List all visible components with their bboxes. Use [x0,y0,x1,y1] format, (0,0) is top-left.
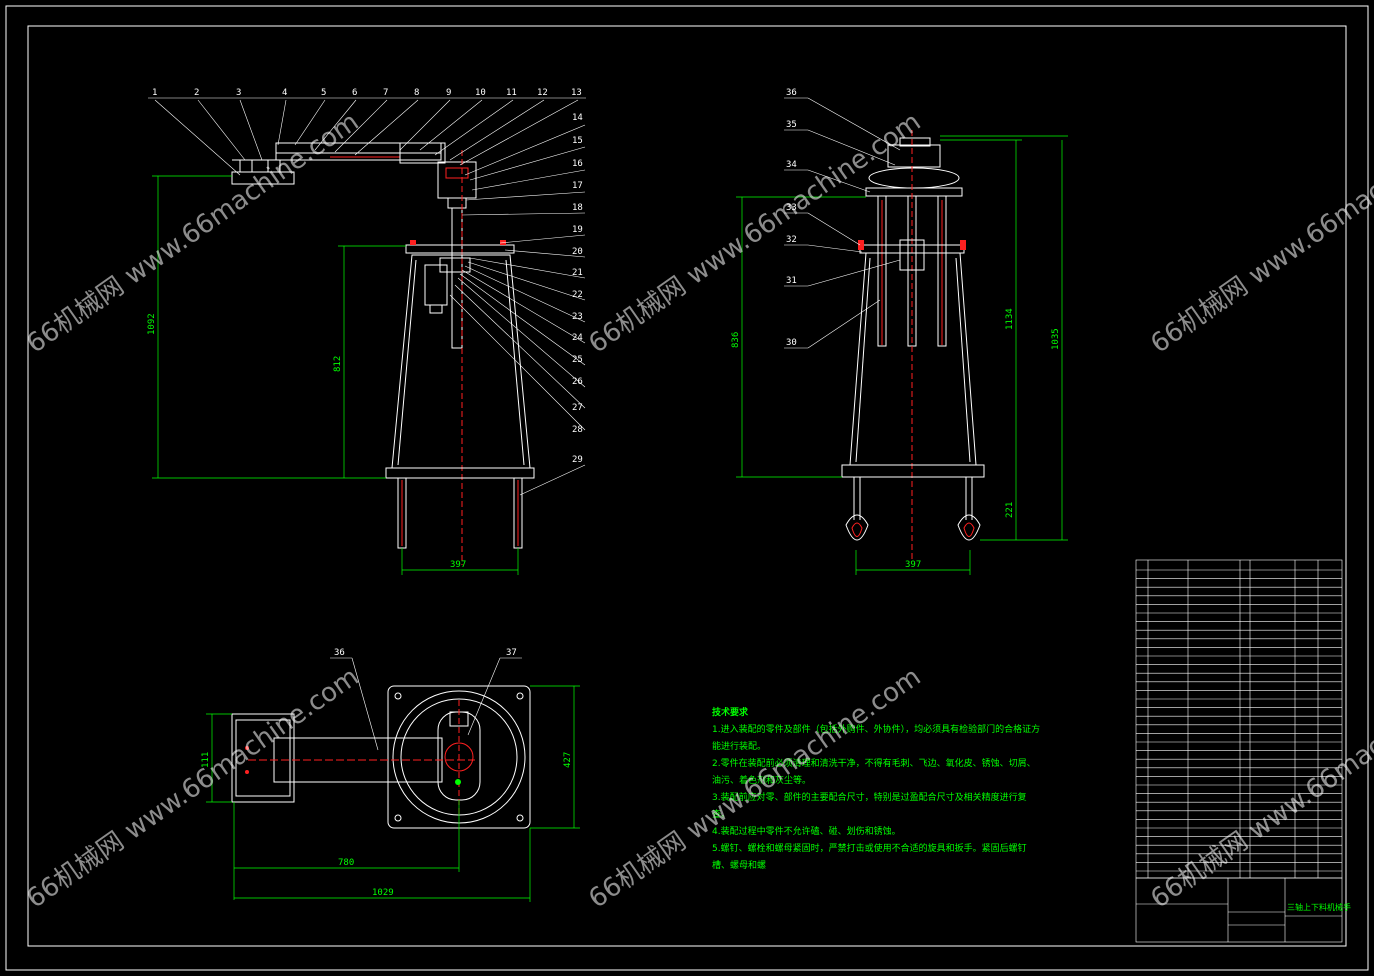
technical-notes: 技术要求 1.进入装配的零件及部件（包括外购件、外协件），均必须具有检验部门的合… [712,705,1042,875]
part-number: 5 [321,88,326,98]
dim-label: 780 [338,858,354,868]
inner-frame [27,25,1347,947]
parts-list [1135,559,1343,943]
part-number: 28 [572,425,583,435]
dim-label: 397 [905,560,921,570]
top-view-dims: 111 427 780 1029 [201,752,573,898]
part-number: 18 [572,203,583,213]
part-number: 14 [572,113,583,123]
dim-label: 111 [201,752,211,768]
front-view-dims: 1092 812 397 [147,313,466,570]
part-number: 6 [352,88,357,98]
part-number: 4 [282,88,287,98]
dim-label: 836 [731,332,741,348]
part-number: 29 [572,455,583,465]
part-number: 2 [194,88,199,98]
part-number: 17 [572,181,583,191]
dim-label: 221 [1005,502,1015,518]
part-number: 34 [786,160,797,170]
part-number: 36 [786,88,797,98]
part-number: 22 [572,290,583,300]
part-number: 33 [786,203,797,213]
top-view-labels: 36 37 [334,648,517,658]
part-number: 10 [475,88,486,98]
part-number: 31 [786,276,797,286]
technical-note: 2.零件在装配前必须清理和清洗干净，不得有毛刺、飞边、氧化皮、锈蚀、切屑、油污、… [712,759,1036,786]
dim-label: 1134 [1005,308,1015,330]
technical-note: 4.装配过程中零件不允许磕、碰、划伤和锈蚀。 [712,827,901,837]
part-number: 9 [446,88,451,98]
technical-note: 1.进入装配的零件及部件（包括外购件、外协件），均必须具有检验部门的合格证方能进… [712,725,1041,752]
dim-label: 1029 [372,888,394,898]
part-number: 3 [236,88,241,98]
part-number: 11 [506,88,517,98]
title-block-title: 三轴上下料机械手 [1287,903,1351,912]
top-view [206,657,580,902]
side-view-labels: 36 35 34 33 32 31 30 [786,88,797,348]
part-number: 21 [572,268,583,278]
part-number: 35 [786,120,797,130]
dim-label: 1035 [1051,328,1061,350]
dim-label: 397 [450,560,466,570]
part-number: 23 [572,312,583,322]
part-number: 24 [572,333,583,343]
dim-label: 1092 [147,313,157,335]
part-number: 8 [414,88,419,98]
dim-label: 427 [563,752,573,768]
front-view-labels: 1 2 3 4 5 6 7 8 9 10 11 12 13 14 15 16 1… [152,88,583,465]
part-number: 13 [571,88,582,98]
technical-note: 3.装配前应对零、部件的主要配合尺寸，特别是过盈配合尺寸及相关精度进行复查。 [712,793,1027,820]
dim-label: 812 [333,356,343,372]
part-number: 25 [572,355,583,365]
part-number: 15 [572,136,583,146]
technical-notes-title: 技术要求 [712,708,749,718]
part-number: 12 [537,88,548,98]
side-view [736,97,1068,575]
part-number: 37 [506,648,517,658]
part-number: 20 [572,247,583,257]
front-view [148,97,586,575]
part-number: 27 [572,403,583,413]
outer-frame [5,5,1369,971]
part-number: 36 [334,648,345,658]
part-number: 1 [152,88,157,98]
part-number: 7 [383,88,388,98]
part-number: 19 [572,225,583,235]
technical-note: 5.螺钉、螺栓和螺母紧固时，严禁打击或使用不合适的旋具和扳手。紧固后螺钉槽、螺母… [712,844,1027,871]
part-number: 30 [786,338,797,348]
part-number: 32 [786,235,797,245]
part-number: 16 [572,159,583,169]
side-view-dims: 836 1134 1035 221 397 [731,308,1061,570]
part-number: 26 [572,377,583,387]
